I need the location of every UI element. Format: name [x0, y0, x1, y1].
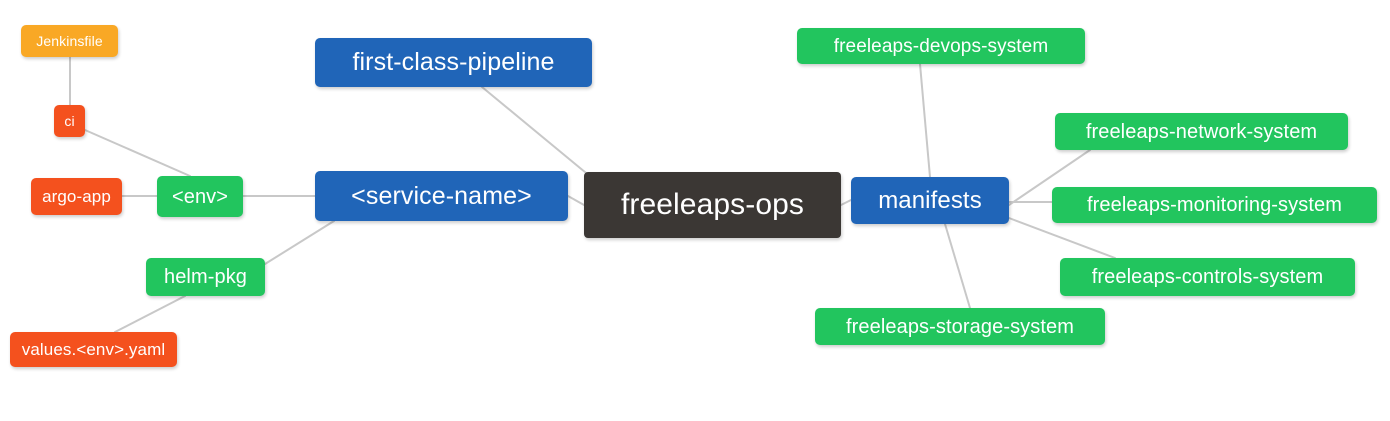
- node-service[interactable]: <service-name>: [315, 171, 568, 221]
- node-ci[interactable]: ci: [54, 105, 85, 137]
- node-devops[interactable]: freeleaps-devops-system: [797, 28, 1085, 64]
- edge-manifests-to-controls: [1008, 217, 1116, 259]
- edge-service-to-helm: [264, 220, 335, 265]
- node-env[interactable]: <env>: [157, 176, 243, 217]
- node-values[interactable]: values.<env>.yaml: [10, 332, 177, 367]
- edge-manifests-to-storage: [944, 223, 971, 309]
- node-pipeline[interactable]: first-class-pipeline: [315, 38, 592, 87]
- edge-helm-to-values: [114, 295, 186, 333]
- edge-manifests-to-devops: [919, 63, 931, 178]
- edge-env-to-ci: [84, 129, 191, 177]
- edge-root-to-manifests: [840, 199, 852, 206]
- node-monitoring[interactable]: freeleaps-monitoring-system: [1052, 187, 1377, 223]
- node-network[interactable]: freeleaps-network-system: [1055, 113, 1348, 150]
- edge-root-to-service: [567, 195, 585, 206]
- node-storage[interactable]: freeleaps-storage-system: [815, 308, 1105, 345]
- node-controls[interactable]: freeleaps-controls-system: [1060, 258, 1355, 296]
- node-jenkins[interactable]: Jenkinsfile: [21, 25, 118, 57]
- node-helm[interactable]: helm-pkg: [146, 258, 265, 296]
- edge-root-to-pipeline: [481, 86, 598, 183]
- node-argo[interactable]: argo-app: [31, 178, 122, 215]
- node-manifests[interactable]: manifests: [851, 177, 1009, 224]
- node-root[interactable]: freeleaps-ops: [584, 172, 841, 238]
